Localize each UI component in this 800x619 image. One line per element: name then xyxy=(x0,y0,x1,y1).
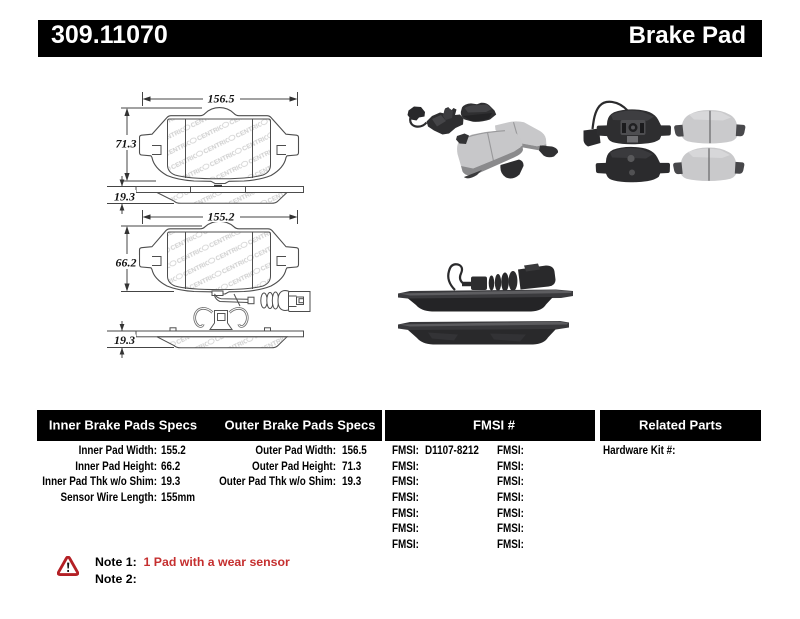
svg-text:71.3: 71.3 xyxy=(116,137,137,151)
svg-text:19.3: 19.3 xyxy=(114,190,135,204)
svg-text:156.5: 156.5 xyxy=(208,92,235,106)
svg-text:66.2: 66.2 xyxy=(116,256,137,270)
svg-text:155.2: 155.2 xyxy=(208,210,235,224)
svg-text:19.3: 19.3 xyxy=(114,333,135,347)
